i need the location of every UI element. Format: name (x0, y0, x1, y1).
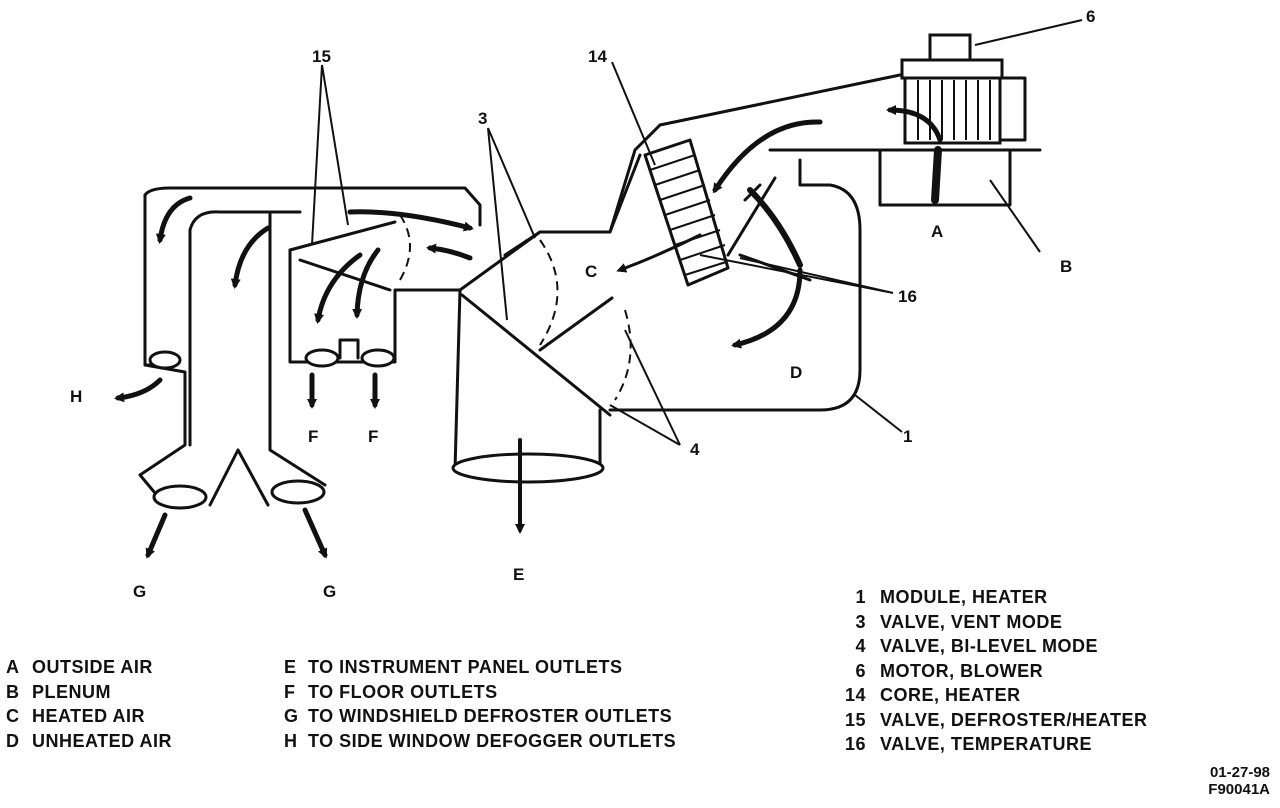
callout-G-right: G (323, 582, 336, 601)
legend-item: 15 VALVE, DEFROSTER/HEATER (820, 708, 1148, 733)
legend-key: C (6, 706, 20, 726)
legend-item: 16 VALVE, TEMPERATURE (820, 732, 1148, 757)
legend-key: D (6, 730, 20, 751)
legend-key: H (284, 730, 298, 751)
legend-key: 4 (855, 636, 866, 656)
legend-item: C HEATED AIR (6, 704, 172, 729)
callout-H: H (70, 387, 82, 406)
callout-F-left: F (308, 427, 318, 446)
legend-item: 14 CORE, HEATER (820, 683, 1148, 708)
callout-A: A (931, 222, 943, 241)
reference-date: 01-27-98 (1209, 764, 1270, 781)
vent-housing (393, 123, 662, 484)
legend-key: E (284, 657, 297, 677)
legend-item: E TO INSTRUMENT PANEL OUTLETS (284, 655, 676, 680)
legend-item: 6 MOTOR, BLOWER (820, 659, 1148, 684)
legend-text: CORE, HEATER (880, 685, 1021, 705)
legend-key: A (6, 657, 20, 677)
legend-text: MODULE, HEATER (880, 587, 1048, 607)
callout-E: E (513, 565, 524, 584)
callout-6: 6 (1086, 7, 1095, 26)
legend-air-types: A OUTSIDE AIR B PLENUM C HEATED AIR D UNHEATED … (6, 655, 172, 753)
plenum (878, 146, 1012, 207)
legend-key: 1 (855, 587, 866, 607)
legend-text: TO WINDSHIELD DEFROSTER OUTLETS (308, 706, 673, 726)
callout-F-right: F (368, 427, 378, 446)
figure-reference: 01-27-98 F90041A (1208, 764, 1270, 798)
legend-key: F (284, 681, 296, 702)
callout-3: 3 (478, 109, 487, 128)
legend-outlets: E TO INSTRUMENT PANEL OUTLETS F TO FLOOR OU… (284, 655, 676, 753)
legend-text: TO FLOOR OUTLETS (308, 681, 498, 702)
callout-G-left: G (133, 582, 146, 601)
leader-lines (311, 19, 1083, 446)
callout-C: C (585, 262, 597, 281)
legend-text: MOTOR, BLOWER (880, 660, 1044, 681)
callout-16: 16 (898, 287, 917, 306)
legend-key: 6 (855, 660, 866, 681)
callout-labels: 15 3 14 6 A B 16 C D 1 4 E F F G G H (70, 7, 1095, 601)
legend-text: VALVE, TEMPERATURE (880, 734, 1093, 754)
heater-module (608, 73, 1042, 412)
heater-core (643, 138, 730, 287)
legend-key: B (6, 681, 20, 702)
legend-key: 16 (844, 734, 866, 754)
defroster-duct (138, 186, 482, 510)
legend-item: H TO SIDE WINDOW DEFOGGER OUTLETS (284, 729, 676, 754)
legend-text: PLENUM (32, 681, 111, 702)
legend-key: 15 (844, 709, 866, 730)
legend-text: VALVE, VENT MODE (880, 611, 1063, 632)
legend-key: G (284, 706, 299, 726)
legend-key: 3 (855, 611, 866, 632)
legend-text: VALVE, DEFROSTER/HEATER (880, 709, 1148, 730)
callout-1: 1 (903, 427, 912, 446)
callout-B: B (1060, 257, 1072, 276)
legend-text: VALVE, BI-LEVEL MODE (880, 636, 1099, 656)
reference-figure-id: F90041A (1208, 781, 1270, 798)
legend-text: TO SIDE WINDOW DEFOGGER OUTLETS (308, 730, 677, 751)
legend-text: OUTSIDE AIR (32, 657, 153, 677)
legend-text: UNHEATED AIR (32, 730, 172, 751)
legend-item: A OUTSIDE AIR (6, 655, 172, 680)
floor-outlet-box (288, 248, 397, 368)
legend-item: D UNHEATED AIR (6, 729, 172, 754)
legend-item: F TO FLOOR OUTLETS (284, 680, 676, 705)
legend-item: G TO WINDSHIELD DEFROSTER OUTLETS (284, 704, 676, 729)
legend-item: 1 MODULE, HEATER (820, 585, 1148, 610)
blower-motor (900, 33, 1027, 145)
callout-D: D (790, 363, 802, 382)
callout-15: 15 (312, 47, 331, 66)
defroster-heater-valve (288, 214, 411, 292)
callout-4: 4 (690, 440, 700, 459)
callout-14: 14 (588, 47, 607, 66)
legend-text: HEATED AIR (32, 706, 145, 726)
legend-key: 14 (844, 685, 866, 705)
legend-item: 3 VALVE, VENT MODE (820, 610, 1148, 635)
legend-text: TO INSTRUMENT PANEL OUTLETS (308, 657, 623, 677)
airflow-arrows (114, 105, 943, 559)
legend-item: B PLENUM (6, 680, 172, 705)
legend-item: 4 VALVE, BI-LEVEL MODE (820, 634, 1148, 659)
